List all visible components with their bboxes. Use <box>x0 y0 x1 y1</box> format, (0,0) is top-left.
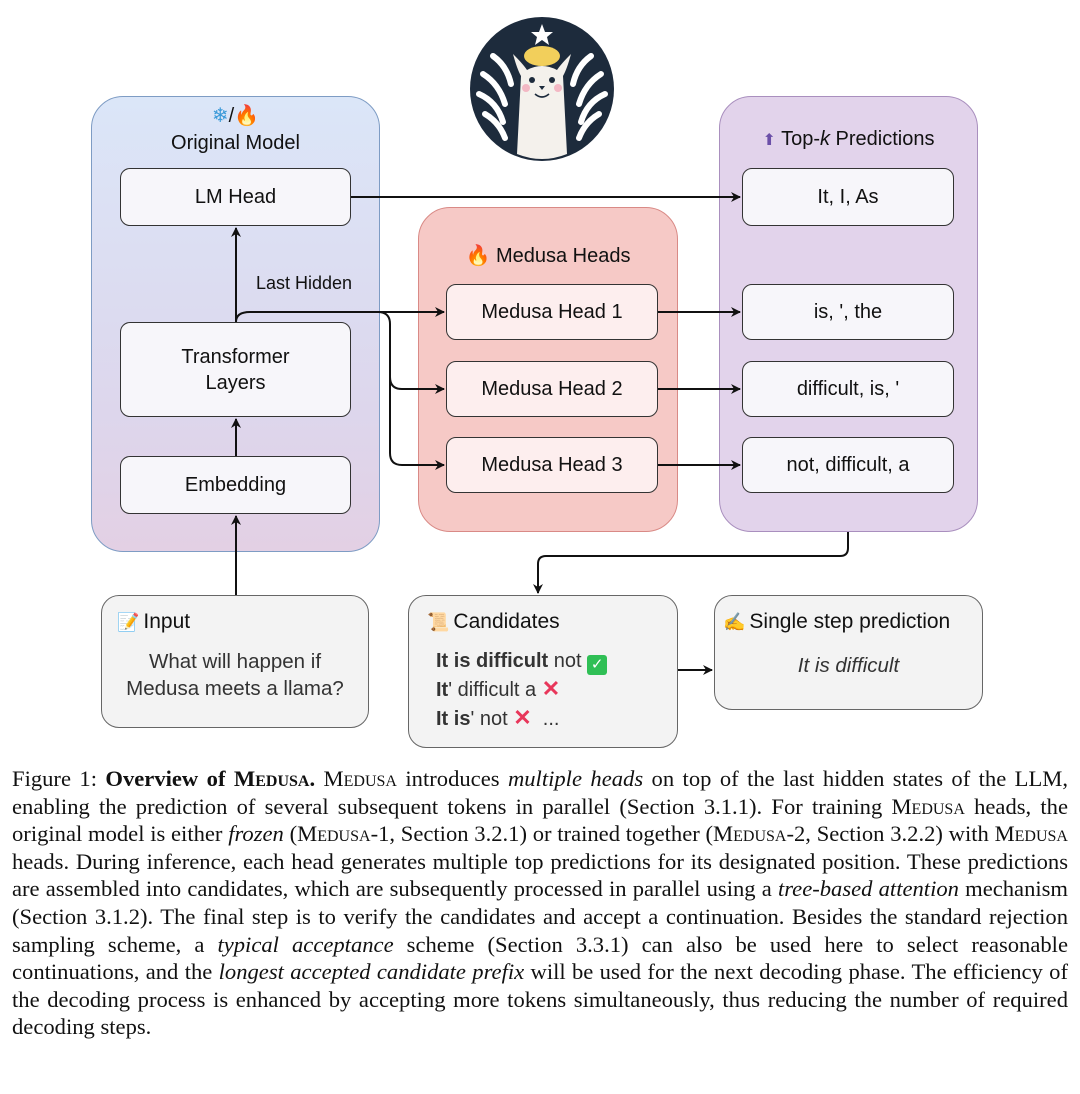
candidates-box: 📜 Candidates It is difficult not ✓ It' d… <box>408 595 678 748</box>
caption-text: on top of the last hidden states of the … <box>12 766 1068 819</box>
input-text-line-2: Medusa meets a llama? <box>126 677 344 700</box>
arrow-topk-to-candidates <box>533 532 849 594</box>
candidate-prefix: It is <box>436 708 471 730</box>
caption-text: -2, Section 3.2.2) with <box>786 821 995 847</box>
caption-emphasis: multiple heads <box>507 766 644 791</box>
input-box: 📝 Input What will happen if Medusa meets… <box>101 595 369 728</box>
caption-text: introduces <box>396 766 508 791</box>
caption-title-end: . <box>309 766 316 791</box>
head-1-predictions: is, ', the <box>742 284 954 340</box>
medusa-llama-logo <box>469 14 615 164</box>
caption-text: scheme (Section 3.3.1) can also be used … <box>12 931 1068 985</box>
lm-head-predictions: It, I, As <box>742 168 954 226</box>
caption-title: Overview of Medusa. <box>105 766 315 791</box>
caption-emphasis: frozen <box>228 821 284 847</box>
arrow-hidden-to-head1 <box>235 307 445 323</box>
check-icon: ✓ <box>587 655 608 675</box>
caption-medusa: Medusa <box>297 821 371 847</box>
arrow-hidden-to-head3 <box>389 377 445 470</box>
candidate-row: It' difficult a ✕ <box>436 675 607 704</box>
candidate-rest: ' difficult a <box>448 679 537 701</box>
single-step-title: Single step prediction <box>749 610 951 633</box>
top-arrow-icon: ⬆ <box>762 132 776 149</box>
input-title: Input <box>143 610 191 633</box>
caption-text: mechanism (Section 3.1.2). The final ste… <box>12 876 1069 957</box>
candidate-ellipsis: ... <box>542 708 560 730</box>
scroll-icon: 📜 <box>427 611 450 632</box>
arrow-hidden-to-head2 <box>377 311 445 394</box>
single-step-box: ✍ Single step prediction It is difficult <box>714 595 983 710</box>
caption-emphasis: typical acceptance <box>217 931 394 957</box>
input-text-line-1: What will happen if <box>148 650 322 673</box>
snowflake-icon: ❄ <box>211 105 229 127</box>
topk-title: ⬆ Top-k Predictions <box>719 128 978 151</box>
embedding-box: Embedding <box>120 456 351 514</box>
medusa-head-2: Medusa Head 2 <box>446 361 658 417</box>
connector-lines <box>231 192 849 675</box>
caption-medusa: Medusa <box>994 821 1068 847</box>
caption-text: ( <box>283 821 298 847</box>
caption-text: will be used for the next decoding phase… <box>12 959 1069 1040</box>
head-3-predictions: not, difficult, a <box>742 437 954 493</box>
transformer-layers-box: Transformer Layers <box>120 322 351 417</box>
topk-title-prefix: Top- <box>781 128 820 150</box>
medusa-head-3: Medusa Head 3 <box>446 437 658 493</box>
topk-title-suffix: Predictions <box>830 128 935 150</box>
caption-emphasis: longest accepted candidate prefix <box>218 959 525 985</box>
medusa-heads-title-text: Medusa Heads <box>495 245 631 267</box>
caption-title-text: Overview of <box>105 766 234 791</box>
memo-icon: 📝 <box>117 611 140 632</box>
fire-icon: 🔥 <box>234 105 260 127</box>
figure-caption: Figure 1: Overview of Medusa. Medusa int… <box>12 765 1068 1041</box>
original-model-status: ❄/🔥 <box>91 103 380 128</box>
caption-text: heads. During inference, each head gener… <box>12 848 1068 902</box>
transformer-layers-label: Transformer Layers <box>181 345 290 394</box>
medusa-heads-title: 🔥 Medusa Heads <box>418 243 678 268</box>
candidate-prefix: It is difficult <box>436 650 549 672</box>
lm-head-box: LM Head <box>120 168 351 226</box>
caption-text: -1, Section 3.2.1) or trained together ( <box>370 821 714 847</box>
cross-icon: ✕ <box>513 705 532 730</box>
caption-label: Figure 1: <box>12 766 97 791</box>
caption-medusa: Medusa <box>713 821 787 847</box>
candidate-prefix: It <box>436 679 449 701</box>
original-model-title: Original Model <box>171 132 300 154</box>
candidate-rest: ' not <box>470 708 508 730</box>
candidate-row: It is' not ✕ ... <box>436 704 607 733</box>
cross-icon: ✕ <box>541 676 561 701</box>
candidate-row: It is difficult not ✓ <box>436 648 608 675</box>
last-hidden-label: Last Hidden <box>256 273 353 293</box>
writing-hand-icon: ✍ <box>723 611 746 632</box>
candidate-rest: not <box>548 650 582 672</box>
caption-title-medusa: Medusa <box>233 766 310 791</box>
fire-icon: 🔥 <box>465 245 491 267</box>
caption-medusa: Medusa <box>323 766 397 791</box>
head-2-predictions: difficult, is, ' <box>742 361 954 417</box>
candidates-title: Candidates <box>453 610 560 633</box>
caption-text: heads, the original model is either <box>12 793 1068 847</box>
single-step-text: It is difficult <box>797 654 900 677</box>
status-separator: / <box>228 105 235 127</box>
caption-emphasis: tree-based attention <box>777 876 959 902</box>
topk-title-k: k <box>820 128 830 150</box>
medusa-head-1: Medusa Head 1 <box>446 284 658 340</box>
caption-medusa: Medusa <box>891 793 965 819</box>
